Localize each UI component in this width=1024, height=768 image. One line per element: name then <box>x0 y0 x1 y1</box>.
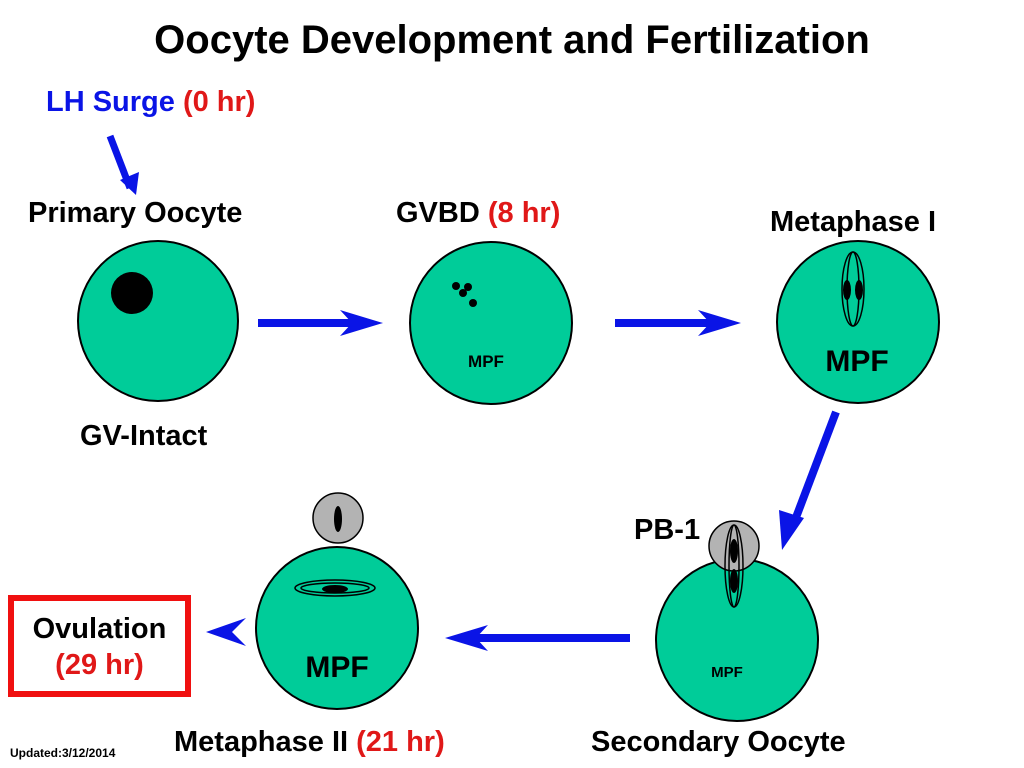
secondary-oocyte-label: Secondary Oocyte <box>591 726 846 758</box>
gvbd-label: GVBD <box>396 197 480 229</box>
lh-surge-time: (0 hr) <box>182 86 256 118</box>
ovulation-label: Ovulation <box>32 613 167 645</box>
gvbd-mpf-label: MPF <box>468 352 504 371</box>
gvbd-cell: MPF <box>409 241 573 405</box>
primary-oocyte-cell <box>77 240 239 402</box>
arrow-metaphase-2-to-ovulation <box>206 618 246 646</box>
condensing-chromosomes <box>452 282 477 307</box>
ovulation-box: Ovulation (29 hr) <box>8 595 191 697</box>
primary-oocyte-label: Primary Oocyte <box>28 197 243 229</box>
metaphase-2-label-group: Metaphase II (21 hr) <box>174 726 445 759</box>
metaphase-2-time: (21 hr) <box>356 726 445 758</box>
metaphase-1-mpf-label: MPF <box>825 345 888 378</box>
lh-surge-arrow <box>106 134 139 195</box>
germinal-vesicle-nucleus <box>111 272 153 314</box>
pb1-label: PB-1 <box>634 514 701 546</box>
arrow-gvbd-to-metaphase-1 <box>615 310 741 336</box>
metaphase-2-cell: MPF <box>255 492 419 710</box>
lh-surge-label: LH Surge <box>46 86 175 118</box>
metaphase-2-label: Metaphase II <box>174 726 349 758</box>
gvbd-label-group: GVBD (8 hr) <box>396 197 560 230</box>
meiosis-1-spindle <box>841 251 865 327</box>
anaphase-spindle <box>724 524 744 608</box>
meiosis-2-spindle <box>294 579 376 597</box>
secondary-mpf-label: MPF <box>711 664 743 681</box>
metaphase-1-cell: MPF <box>776 240 940 404</box>
metaphase-1-label: Metaphase I <box>770 206 936 238</box>
lh-surge-label-group: LH Surge (0 hr) <box>46 86 255 119</box>
page-title: Oocyte Development and Fertilization <box>154 18 870 62</box>
arrow-metaphase-1-to-secondary <box>779 410 840 550</box>
gvbd-time: (8 hr) <box>487 197 561 229</box>
arrow-primary-to-gvbd <box>258 310 383 336</box>
metaphase-2-mpf-label: MPF <box>305 651 368 684</box>
ovulation-time: (29 hr) <box>55 649 144 681</box>
updated-date: Updated:3/12/2014 <box>10 746 116 760</box>
gv-intact-label: GV-Intact <box>80 420 208 452</box>
arrow-secondary-to-metaphase-2 <box>445 625 630 651</box>
secondary-oocyte-cell: MPF <box>655 520 819 722</box>
